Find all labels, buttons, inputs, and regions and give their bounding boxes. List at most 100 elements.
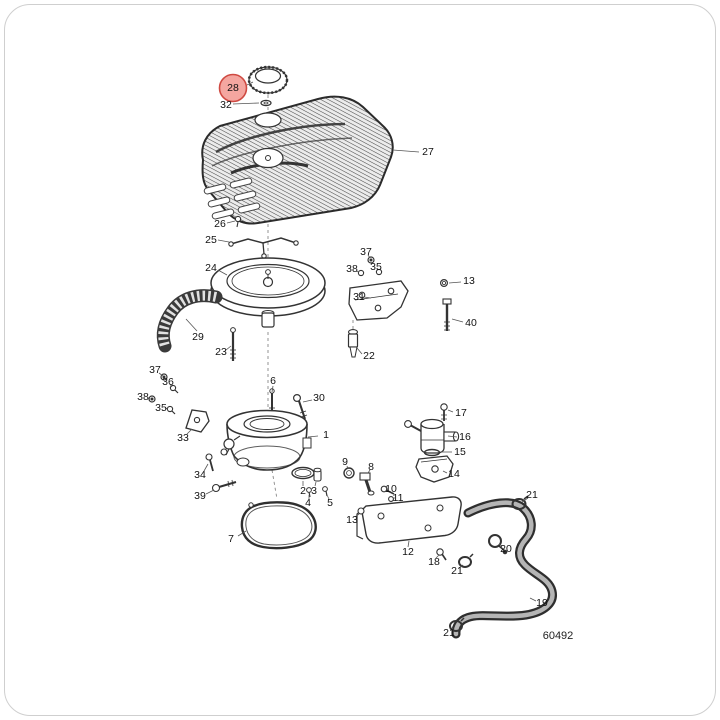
callout-13-upper-bolt[interactable]: 13	[463, 275, 475, 287]
highlight-circle-28[interactable]	[218, 73, 248, 103]
leader-line-14-bracket	[442, 470, 448, 474]
leader-line-5-screw	[326, 494, 330, 500]
hose-19	[451, 498, 557, 639]
leader-line-7-gasket	[237, 530, 247, 537]
callout-3-fitting[interactable]: 3	[311, 485, 317, 497]
callout-16-connector[interactable]: 16	[459, 431, 471, 443]
callout-7-gasket[interactable]: 7	[228, 533, 234, 545]
oil-fill-cap	[247, 65, 289, 107]
callout-23-stud[interactable]: 23	[215, 346, 227, 358]
callout-34-screw[interactable]: 34	[194, 469, 206, 481]
throttle-linkage	[223, 438, 235, 450]
callout-40-stud[interactable]: 40	[465, 317, 477, 329]
engine-cover	[201, 95, 394, 225]
callout-4-screw[interactable]: 4	[305, 497, 311, 509]
screw-30	[293, 394, 308, 420]
leader-line-13-lower-bolt	[354, 513, 360, 518]
connector-body-16	[420, 424, 445, 454]
leader-line-21-clamp-b	[458, 564, 464, 569]
callout-12-bracket[interactable]: 12	[402, 546, 414, 558]
leader-line-31-bracket	[363, 296, 372, 299]
bolt-18	[436, 548, 444, 556]
callout-17-screw[interactable]: 17	[455, 407, 467, 419]
callout-36-left[interactable]: 36	[162, 376, 174, 388]
leader-line-38-right	[355, 270, 360, 273]
gasket-7	[240, 501, 317, 550]
leader-line-22-fitting	[356, 347, 363, 355]
leader-line-21-clamp-c	[450, 627, 454, 631]
callout-8-fitting[interactable]: 8	[368, 461, 374, 473]
callout-15-clip[interactable]: 15	[454, 446, 466, 458]
leader-line-35-right	[376, 267, 379, 271]
fitting-8	[359, 472, 375, 496]
callout-20-clamp[interactable]: 20	[500, 543, 512, 555]
callout-38-right[interactable]: 38	[346, 263, 358, 275]
leader-line-12-bracket	[407, 540, 410, 548]
callout-28-fill-cap[interactable]: 28	[227, 82, 239, 94]
leader-line-37-left	[158, 372, 164, 377]
leader-line-20-clamp	[498, 543, 503, 547]
fuel-connector-assembly	[404, 403, 460, 483]
leader-line-24-flame-arrestor	[217, 269, 228, 276]
leader-line-13-upper-bolt	[448, 281, 462, 284]
callout-25-cover-bracket[interactable]: 25	[205, 234, 217, 246]
callout-10-bolt[interactable]: 10	[385, 483, 397, 495]
leader-line-29-vent-hose	[185, 318, 198, 332]
callout-18-bolt[interactable]: 18	[428, 556, 440, 568]
callout-21-clamp-b[interactable]: 21	[451, 565, 463, 577]
callout-39-screw[interactable]: 39	[194, 490, 206, 502]
callout-27-engine-cover[interactable]: 27	[422, 146, 434, 158]
callout-31-bracket[interactable]: 31	[353, 291, 365, 303]
leader-line-38-left	[147, 397, 151, 400]
leader-line-40-stud	[451, 318, 464, 323]
leader-line-16-connector	[447, 435, 458, 438]
clip-15	[423, 448, 441, 457]
leader-line-37-right	[367, 254, 371, 259]
callout-32-cap-washer[interactable]: 32	[220, 99, 232, 111]
callout-29-vent-hose[interactable]: 29	[192, 331, 204, 343]
drawing-number: 60492	[543, 630, 574, 642]
callout-6-stud[interactable]: 6	[270, 375, 276, 387]
oring-9	[343, 467, 355, 479]
bracket-33	[185, 409, 237, 493]
leader-line-3-fitting	[314, 481, 317, 487]
vent-hose	[156, 289, 223, 353]
callout-19-hose[interactable]: 19	[536, 597, 548, 609]
vent-slots	[203, 177, 261, 220]
clamp-21-b	[458, 556, 472, 568]
callout-21-clamp-c[interactable]: 21	[443, 627, 455, 639]
callout-33-bracket[interactable]: 33	[177, 432, 189, 444]
callout-5-screw[interactable]: 5	[327, 497, 333, 509]
callout-30-screw[interactable]: 30	[313, 392, 325, 404]
callout-24-flame-arrestor[interactable]: 24	[205, 262, 217, 274]
callout-2-seal[interactable]: 2	[300, 485, 306, 497]
leader-line-6-stud	[271, 385, 274, 393]
callout-35-right[interactable]: 35	[370, 261, 382, 273]
leader-line-36-left	[169, 383, 173, 388]
callout-13-lower-bolt[interactable]: 13	[346, 514, 358, 526]
leader-line-18-bolt	[435, 554, 440, 559]
leader-line-17-screw	[447, 409, 454, 413]
leader-line-28-fill-cap	[246, 81, 254, 86]
callout-1-throttle-body[interactable]: 1	[323, 429, 329, 441]
leader-line-1-throttle-body	[307, 435, 319, 438]
bracket-14	[415, 455, 454, 483]
screw-17	[440, 403, 448, 411]
callout-21-clamp-a[interactable]: 21	[526, 489, 538, 501]
callout-37-left[interactable]: 37	[149, 364, 161, 376]
callout-11-nut[interactable]: 11	[393, 492, 404, 504]
callout-38-left[interactable]: 38	[137, 391, 149, 403]
callout-14-bracket[interactable]: 14	[448, 468, 460, 480]
callout-26-cover-screw[interactable]: 26	[214, 218, 226, 230]
callout-22-fitting[interactable]: 22	[363, 350, 375, 362]
leader-line-25-cover-bracket	[217, 239, 230, 243]
cap-washer	[260, 99, 272, 107]
stud-23	[230, 327, 236, 361]
bolt-10-nut-11	[380, 485, 395, 502]
callout-9-oring[interactable]: 9	[342, 456, 348, 468]
leader-line-33-bracket	[186, 428, 193, 435]
callout-37-right[interactable]: 37	[360, 246, 372, 258]
callout-35-left[interactable]: 35	[155, 402, 167, 414]
leader-line-34-screw	[203, 463, 209, 472]
